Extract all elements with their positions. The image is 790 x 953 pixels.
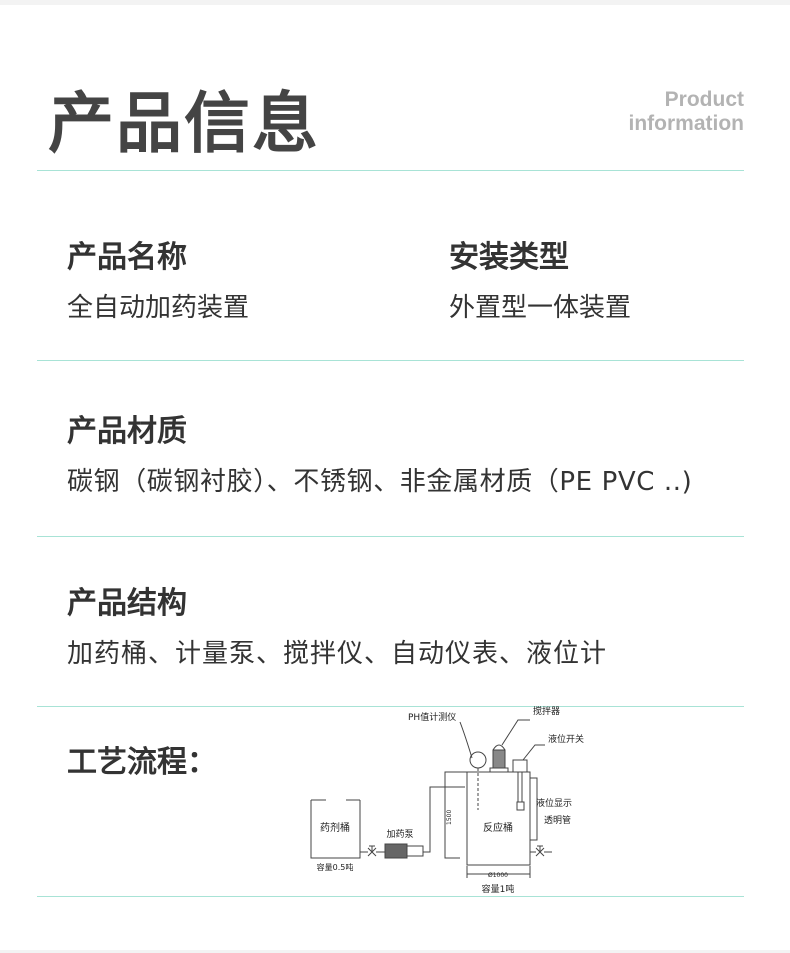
diameter-dimension: Ø1000 [488,872,508,879]
mixer-motor-icon [492,749,506,769]
chem-tank-shape [310,799,361,859]
level-switch-icon [512,759,528,773]
divider [37,170,744,171]
process-label: 工艺流程： [67,745,217,780]
height-dimension: 1500 [446,810,453,825]
level-display-label: 液位显示 [536,797,572,809]
chem-capacity-label: 容量0.5吨 [317,862,354,872]
structure-label: 产品结构 [67,586,187,621]
ph-meter-label: PH值计测仪 [408,711,456,723]
bottom-border [0,950,790,953]
subtitle-line-1: Product [664,88,744,111]
install-type-label: 安装类型 [449,240,569,275]
product-name-value: 全自动加药装置 [67,293,250,323]
level-switch-label: 液位开关 [548,733,584,745]
reactor-label: 反应桶 [483,821,513,834]
pump-label: 加药泵 [386,829,413,840]
mixer-label: 搅拌器 [533,705,560,717]
level-tube-shape [530,777,538,841]
subtitle-line-2: information [628,112,745,135]
reactor-tank-shape [444,771,531,866]
product-name-label: 产品名称 [67,240,187,275]
outlet-valve-icon [535,845,545,857]
structure-value: 加药桶、计量泵、搅拌仪、自动仪表、液位计 [67,639,608,669]
top-border [0,0,790,5]
level-tube-label: 透明管 [544,814,571,826]
reactor-capacity-label: 容量1吨 [482,883,515,895]
divider [37,536,744,537]
inlet-valve-icon [367,845,377,857]
install-type-value: 外置型一体装置 [449,293,632,323]
material-value: 碳钢（碳钢衬胶）、不锈钢、非金属材质（PE PVC ..) [67,467,693,497]
material-label: 产品材质 [67,414,187,449]
process-diagram: PH值计测仪 搅拌器 液位开关 液位显示 透明管 药剂桶 容量0.5吨 加药泵 … [310,705,584,895]
divider [37,706,744,707]
divider [37,360,744,361]
pump-icon [384,843,408,859]
page-subtitle: Product information [629,88,745,136]
ph-meter-icon [469,751,487,769]
chem-tank-label: 药剂桶 [320,821,350,834]
divider [37,896,744,897]
page-title: 产品信息 [48,85,320,162]
